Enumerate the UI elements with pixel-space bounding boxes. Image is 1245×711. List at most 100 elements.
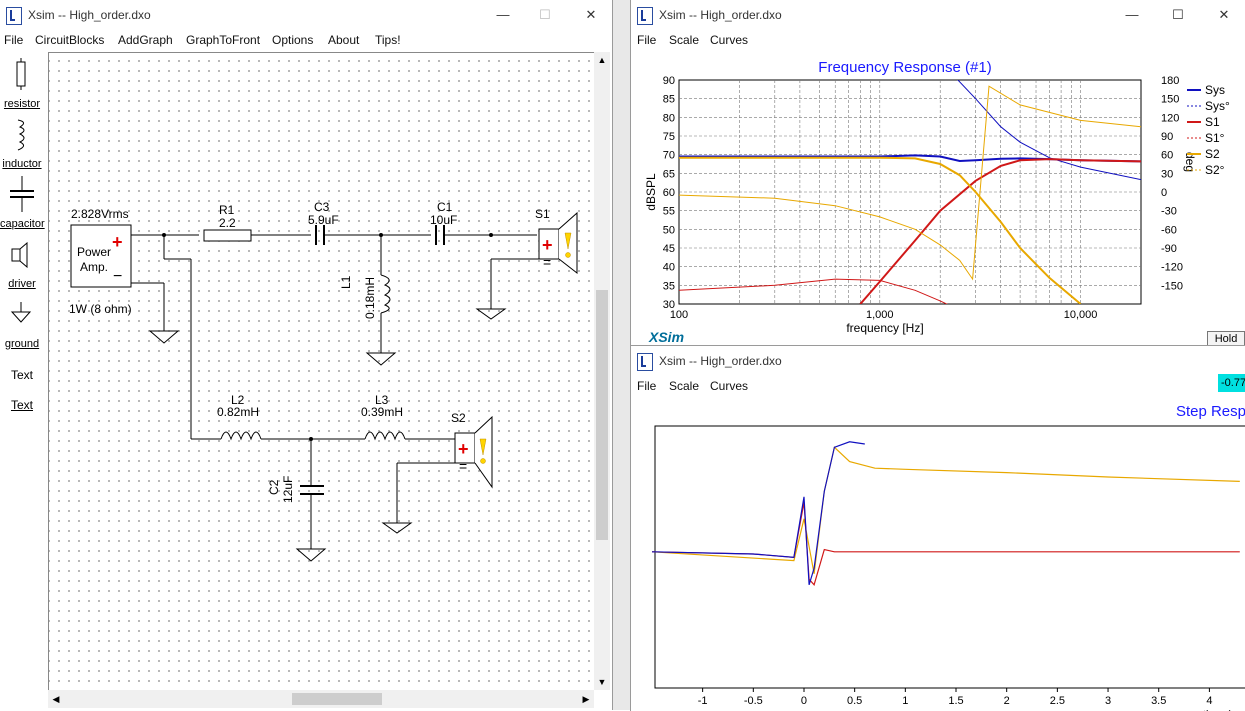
palette-text[interactable]: Text <box>10 398 33 412</box>
x-axis-label: frequency [Hz] <box>846 321 923 335</box>
palette-driver[interactable]: driver <box>8 278 36 290</box>
component-palette: resistor inductor capacitor driver groun… <box>0 52 45 710</box>
y-tick-label: 40 <box>663 262 675 274</box>
x-tick-label: 2 <box>1004 695 1010 707</box>
horizontal-scroll-thumb[interactable] <box>292 693 382 705</box>
x-tick-label: 10,000 <box>1064 309 1098 321</box>
plot-area <box>654 425 1245 689</box>
y-tick-label: 30 <box>663 299 675 311</box>
horizontal-scrollbar[interactable]: ◀ ▶ <box>48 690 594 708</box>
y2-tick-label: -60 <box>1161 224 1177 236</box>
r1-name: R1 <box>219 203 235 217</box>
maximize-button[interactable]: ☐ <box>1172 7 1184 22</box>
menu-file[interactable]: File <box>4 33 24 47</box>
vertical-scroll-thumb[interactable] <box>596 290 608 540</box>
menu-scale[interactable]: Scale <box>669 33 700 47</box>
y2-tick-label: 0 <box>1161 187 1167 199</box>
menu-graphtofront[interactable]: GraphToFront <box>186 33 261 47</box>
title-bar: Xsim -- High_order.dxo — ☐ ✕ <box>631 0 1245 30</box>
c1-name: C1 <box>437 200 453 214</box>
palette-text-plain[interactable]: Text <box>10 368 33 382</box>
palette-capacitor[interactable]: capacitor <box>0 218 45 230</box>
window-gap <box>612 0 631 710</box>
x-tick-label: 3 <box>1105 695 1111 707</box>
x-tick-label: 0 <box>801 695 807 707</box>
series-line-sys <box>651 441 865 585</box>
svg-text:+: + <box>458 439 469 459</box>
scroll-right-arrow[interactable]: ▶ <box>582 694 590 704</box>
x-tick-label: 0.5 <box>847 695 862 707</box>
y-tick-label: 50 <box>663 224 675 236</box>
frequency-response-window: Xsim -- High_order.dxo — ☐ ✕ File Scale … <box>630 0 1245 345</box>
window-title: Xsim -- High_order.dxo <box>659 8 782 22</box>
c3-value: 5.9uF <box>308 213 339 227</box>
svg-text:=: = <box>543 254 551 270</box>
xsim-app-icon <box>637 7 653 25</box>
window-title: Xsim -- High_order.dxo <box>28 8 151 22</box>
step-response-window: Xsim -- High_order.dxo File Scale Curves… <box>630 345 1245 711</box>
legend-label: Sys <box>1205 83 1225 97</box>
step-response-chart[interactable]: Step Resp-1-0.500.511.522.533.54time (m <box>631 394 1245 711</box>
hold-button[interactable]: Hold <box>1207 331 1245 345</box>
y-tick-label: 90 <box>663 75 675 87</box>
menu-about[interactable]: About <box>328 33 360 47</box>
schematic-canvas[interactable]: + + + − = = 2.828Vrms Power Amp. 1W (8 o… <box>48 52 595 691</box>
minimize-button[interactable]: — <box>1125 7 1139 22</box>
menu-curves[interactable]: Curves <box>710 33 749 47</box>
menu-file[interactable]: File <box>637 379 657 393</box>
capacitor-icon[interactable] <box>8 176 36 212</box>
frequency-response-chart[interactable]: Frequency Response (#1)90858075706560555… <box>631 50 1245 345</box>
scroll-left-arrow[interactable]: ◀ <box>52 694 60 704</box>
minimize-button[interactable]: — <box>496 7 510 22</box>
ground-icon[interactable] <box>10 302 32 326</box>
y-axis-label: dBSPL <box>644 173 658 211</box>
legend-label: S2 <box>1205 147 1220 161</box>
series-line-s1 <box>859 158 1141 304</box>
svg-text:+: + <box>112 232 123 252</box>
close-button[interactable]: ✕ <box>1218 7 1230 22</box>
series-line-s2 <box>679 156 1082 304</box>
cursor-readout: -0.77 <box>1218 374 1245 392</box>
scroll-up-arrow[interactable]: ▲ <box>597 55 607 65</box>
menu-bar: File CircuitBlocks AddGraph GraphToFront… <box>0 30 612 50</box>
c2-value: 12uF <box>281 475 295 503</box>
y-tick-label: 60 <box>663 187 675 199</box>
series-line-sys-phase <box>957 80 1141 181</box>
source-label-amp: Amp. <box>80 260 109 274</box>
maximize-button[interactable]: ☐ <box>539 7 551 22</box>
y-tick-label: 55 <box>663 206 675 218</box>
x-tick-label: 1,000 <box>866 309 894 321</box>
source-power-label: 1W (8 ohm) <box>69 302 132 316</box>
menu-options[interactable]: Options <box>272 33 314 47</box>
menu-circuitblocks[interactable]: CircuitBlocks <box>35 33 105 47</box>
menu-tips[interactable]: Tips! <box>375 33 401 47</box>
y2-tick-label: -150 <box>1161 280 1183 292</box>
s1-name: S1 <box>535 207 550 221</box>
chart-title: Frequency Response (#1) <box>818 59 991 76</box>
y2-tick-label: -30 <box>1161 206 1177 218</box>
y-tick-label: 75 <box>663 131 675 143</box>
menu-addgraph[interactable]: AddGraph <box>118 33 173 47</box>
xsim-app-icon <box>6 7 22 25</box>
chart-title: Step Resp <box>1176 403 1245 420</box>
driver-icon[interactable] <box>10 242 30 268</box>
y-tick-label: 45 <box>663 243 675 255</box>
menu-curves[interactable]: Curves <box>710 379 749 393</box>
legend-label: Sys° <box>1205 99 1230 113</box>
x-tick-label: 3.5 <box>1151 695 1166 707</box>
x-tick-label: 1.5 <box>948 695 963 707</box>
palette-inductor[interactable]: inductor <box>2 158 42 170</box>
menu-file[interactable]: File <box>637 33 657 47</box>
l1-name: L1 <box>339 275 353 289</box>
legend-label: S2° <box>1205 163 1225 177</box>
close-button[interactable]: ✕ <box>585 7 597 22</box>
y2-tick-label: 90 <box>1161 131 1173 143</box>
vertical-scrollbar[interactable]: ▲ ▼ <box>594 52 610 690</box>
inductor-icon[interactable] <box>14 118 30 152</box>
resistor-icon[interactable] <box>14 58 28 90</box>
menu-scale[interactable]: Scale <box>669 379 700 393</box>
palette-resistor[interactable]: resistor <box>3 98 41 110</box>
palette-ground[interactable]: ground <box>4 338 40 350</box>
scroll-down-arrow[interactable]: ▼ <box>597 677 607 687</box>
x-tick-label: 2.5 <box>1050 695 1065 707</box>
